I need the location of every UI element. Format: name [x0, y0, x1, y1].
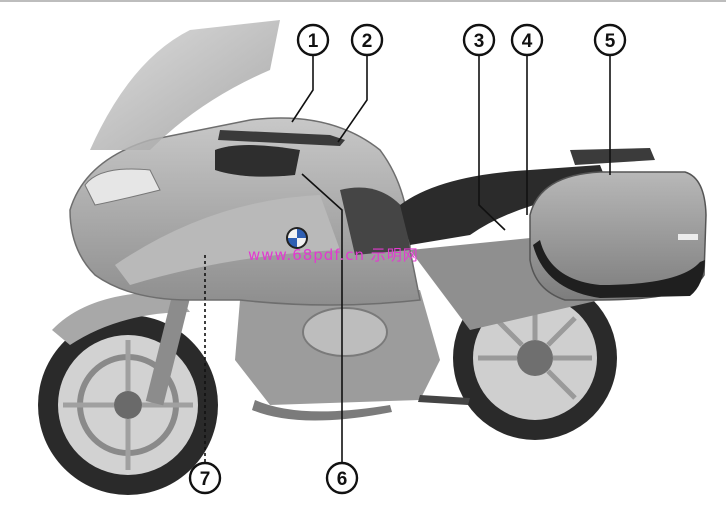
- pannier-reflector: [678, 234, 698, 240]
- callout-1: 1: [296, 23, 330, 57]
- pannier-lower: [533, 240, 705, 298]
- svg-text:5: 5: [605, 31, 616, 52]
- svg-text:3: 3: [474, 31, 485, 52]
- exhaust: [252, 400, 392, 421]
- svg-text:6: 6: [337, 469, 348, 490]
- svg-text:7: 7: [200, 469, 211, 490]
- brand-logo: [286, 227, 308, 249]
- svg-text:1: 1: [308, 31, 319, 52]
- watermark-text: www.68pdf.cn 示明网: [248, 246, 419, 264]
- mirror: [215, 145, 300, 177]
- windshield: [90, 20, 280, 150]
- svg-text:2: 2: [362, 31, 373, 52]
- front-fender: [52, 291, 190, 345]
- callout-3: 3: [462, 23, 496, 57]
- sidestand: [418, 395, 470, 405]
- headlight: [84, 168, 161, 206]
- side-panel: [115, 195, 340, 285]
- callout-2: 2: [350, 23, 384, 57]
- cylinder-head: [302, 307, 388, 357]
- callout-7: 7: [188, 461, 222, 495]
- pannier-case: [529, 171, 707, 301]
- callout-5: 5: [593, 23, 627, 57]
- tank-recess: [340, 187, 410, 255]
- leader-lines: [204, 55, 611, 462]
- handlebar: [218, 130, 345, 146]
- callout-4: 4: [510, 23, 544, 57]
- svg-text:4: 4: [522, 31, 533, 52]
- front-fork: [145, 284, 193, 406]
- callout-6: 6: [325, 461, 359, 495]
- top-rule: [0, 0, 726, 2]
- luggage-rack: [570, 148, 655, 165]
